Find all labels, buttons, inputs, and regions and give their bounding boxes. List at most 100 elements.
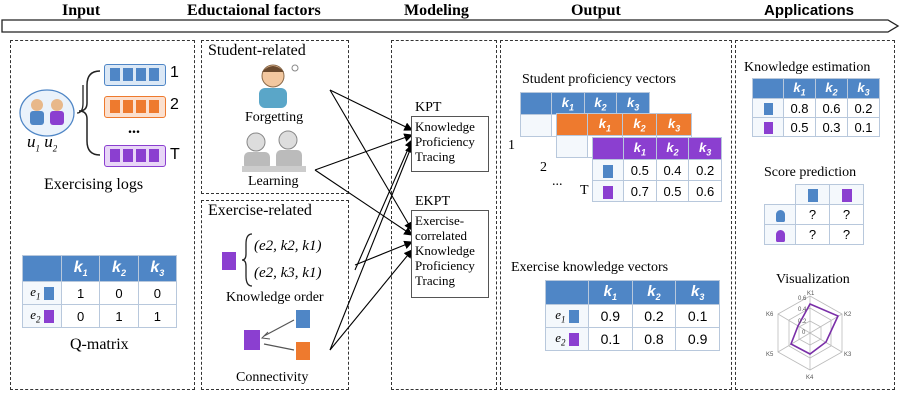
panel-applications	[735, 40, 895, 390]
knowledge-order-2: (e2, k3, k1)	[254, 265, 322, 281]
exercise-vector-table: k1 k2 k3 e1 0.9 0.2 0.1 e2 0.1 0.8 0.9	[545, 280, 720, 351]
connectivity-label: Connectivity	[236, 370, 309, 385]
qmatrix-table: k1 k2 k3 e1 1 0 0 e2 0 1 1	[22, 255, 178, 328]
score-cell: ?	[795, 204, 830, 225]
estimate-cell: 0.5	[783, 117, 816, 137]
ekpt-name: EKPT	[415, 194, 450, 209]
proficiency-cell: 0.6	[688, 180, 722, 202]
panel-student-related	[201, 40, 349, 194]
user-u2: u2	[44, 132, 58, 154]
qmatrix-cell: 0	[60, 304, 101, 328]
col-k2: k2	[583, 92, 618, 115]
exercise-cell: 0.8	[631, 327, 677, 351]
radar-series	[789, 302, 840, 355]
panel-exercise-related	[201, 200, 349, 390]
col-k2: k2	[815, 78, 848, 99]
student-related-title: Student-related	[208, 42, 306, 59]
header-applications: Applications	[764, 2, 855, 19]
col-k2: k2	[631, 280, 677, 305]
order-brace	[241, 233, 253, 287]
time-label-T: T	[580, 183, 589, 198]
knowledge-estimation-title: Knowledge estimation	[744, 60, 871, 75]
col-k3: k3	[688, 137, 722, 160]
top-arrow	[1, 19, 900, 33]
qmatrix-cell: 0	[99, 281, 139, 305]
panel-output	[500, 40, 732, 390]
qmatrix-row-e2: e2	[22, 304, 62, 328]
log-label-ellipsis: ...	[128, 120, 140, 137]
qmatrix-cell: 1	[60, 281, 101, 305]
forgetting-label: Forgetting	[245, 110, 304, 125]
header-input: Input	[62, 2, 101, 19]
panel-input	[10, 40, 195, 390]
kpt-box: Knowledge Proficiency Tracing	[411, 116, 489, 172]
student-vectors-title: Student proficiency vectors	[522, 72, 676, 87]
learning-people-icon	[242, 130, 306, 172]
proficiency-cell: 0.5	[623, 159, 657, 181]
col-k2: k2	[621, 113, 658, 136]
qmatrix-col-k3: k3	[137, 255, 178, 282]
score-cell: ?	[795, 224, 830, 245]
exercise-vectors-title: Exercise knowledge vectors	[511, 260, 669, 275]
radar-axis-label: K5	[766, 352, 774, 358]
users-group	[19, 85, 84, 137]
qmatrix-cell: 0	[137, 281, 178, 305]
score-cell: ?	[829, 224, 864, 245]
radar-axis-label: K3	[844, 352, 852, 358]
log-label-T: T	[170, 146, 180, 163]
ekpt-desc-line: correlated	[415, 228, 467, 243]
exercise-e2-icon	[222, 252, 236, 270]
proficiency-cell: 0.7	[623, 180, 657, 202]
header-factors: Eductaional factors	[187, 2, 321, 19]
log-label-1: 1	[170, 64, 179, 81]
radar-tick-label: 0.6	[798, 296, 807, 302]
radar-axis-label: K1	[807, 291, 815, 297]
col-k1: k1	[623, 137, 657, 160]
col-k1: k1	[783, 78, 816, 99]
exercise-cell: 0.2	[631, 304, 677, 328]
time-label-1: 1	[508, 138, 515, 153]
radar-axis-label: K4	[806, 375, 814, 381]
qmatrix-cell: 1	[99, 304, 139, 328]
exercise-cell: 0.1	[675, 304, 720, 328]
exercise-related-title: Exercise-related	[208, 202, 312, 219]
time-label-2: 2	[540, 160, 547, 175]
proficiency-cell: 0.2	[688, 159, 722, 181]
radar-tick-label: 0.2	[798, 319, 807, 325]
col-k1: k1	[551, 92, 585, 115]
radar-tick-label: 0.4	[798, 307, 807, 313]
qmatrix-cell: 1	[137, 304, 178, 328]
proficiency-cell: 0.4	[655, 159, 690, 181]
col-k3: k3	[847, 78, 880, 99]
user-u1: u1	[27, 132, 40, 154]
visualization-title: Visualization	[776, 272, 850, 287]
col-k2: k2	[655, 137, 690, 160]
user-labels: u1 u2	[27, 132, 57, 153]
score-prediction-title: Score prediction	[764, 165, 857, 180]
radar-tick-label: 0	[802, 330, 806, 336]
connectivity-icon	[244, 310, 310, 360]
exercise-row-label: e1	[555, 307, 566, 325]
exercise-row-label: e2	[555, 330, 566, 348]
kpt-name: KPT	[415, 100, 442, 115]
kpt-desc-line: Tracing	[415, 149, 455, 164]
exercise-cell: 0.9	[588, 304, 633, 328]
col-k3: k3	[675, 280, 720, 305]
score-cell: ?	[829, 204, 864, 225]
qmatrix-row-e1: e1	[22, 281, 62, 305]
score-prediction-table: ? ? ? ?	[764, 184, 864, 245]
ekpt-desc-line: Knowledge	[415, 243, 475, 258]
estimate-cell: 0.2	[847, 98, 880, 118]
qmatrix-title: Q-matrix	[70, 336, 129, 353]
header-modeling: Modeling	[404, 2, 469, 19]
estimate-cell: 0.3	[815, 117, 848, 137]
header-output: Output	[571, 2, 621, 19]
log-icons	[110, 68, 159, 162]
learning-label: Learning	[248, 174, 299, 189]
estimate-cell: 0.8	[783, 98, 816, 118]
qmatrix-col-k2: k2	[99, 255, 139, 282]
ekpt-desc-line: Exercise-	[415, 213, 465, 228]
ekpt-desc-line: Tracing	[415, 273, 455, 288]
panel-modeling	[391, 40, 497, 390]
col-k1: k1	[588, 280, 633, 305]
